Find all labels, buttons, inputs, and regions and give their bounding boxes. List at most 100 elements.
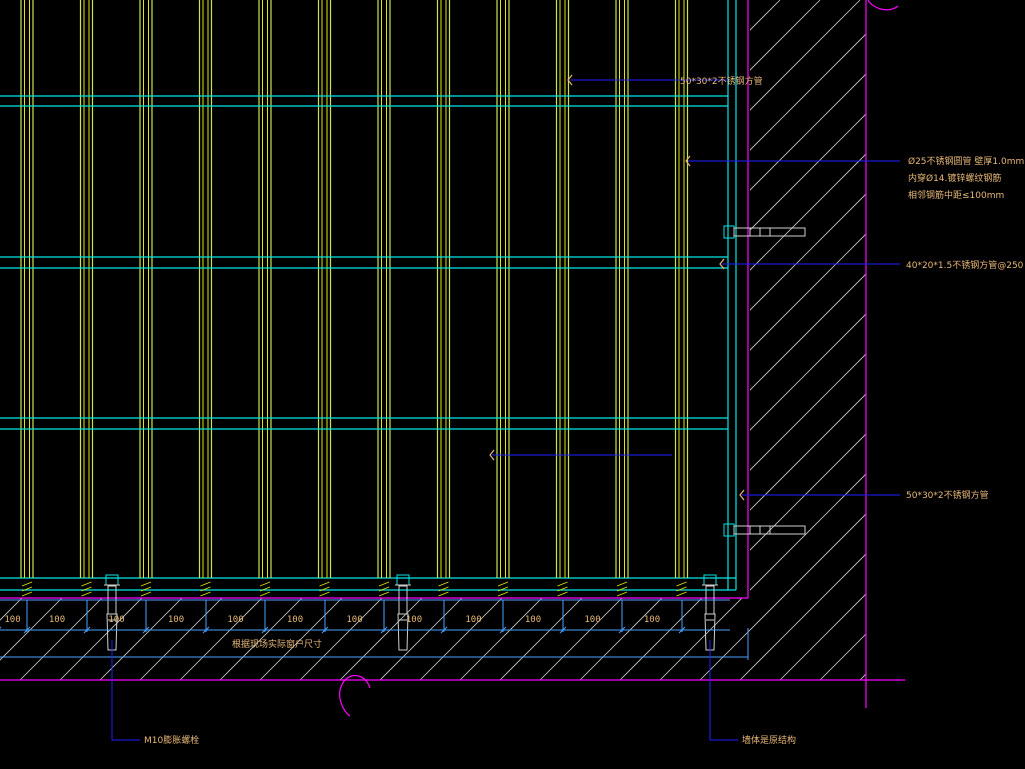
- hatch-line: [920, 0, 1025, 769]
- dimension-slash: [440, 626, 448, 634]
- round-bar: [317, 0, 332, 597]
- bar-end-hatch: [616, 586, 628, 592]
- label-top-tube: 50*30*2不锈钢方管: [680, 75, 763, 87]
- hatch-line: [0, 0, 741, 680]
- leader-arrows: [489, 74, 745, 501]
- hatch-line: [0, 0, 421, 680]
- hatch-line: [0, 0, 341, 680]
- hatch-line: [399, 0, 866, 680]
- hatch-line: [0, 0, 21, 680]
- hatch-line: [199, 0, 866, 680]
- dimension-slash: [83, 626, 91, 634]
- label-bottom-tube: 50*30*2不锈钢方管: [906, 489, 989, 501]
- dimension-slash: [499, 626, 507, 634]
- bar-end-hatch: [319, 581, 330, 587]
- bolt-head: [396, 574, 410, 586]
- bar-end-hatch: [557, 591, 568, 597]
- bar-end-hatch: [259, 586, 271, 592]
- label-round-bar-1: Ø25不锈钢圆管 壁厚1.0mm: [908, 155, 1024, 167]
- dimension-value: 100: [584, 615, 600, 625]
- vertical-round-bars: [20, 0, 689, 597]
- bolt-sleeve: [704, 613, 716, 651]
- round-bar: [20, 0, 34, 597]
- bar-end-hatch: [378, 586, 390, 592]
- leader-lines: [111, 79, 900, 741]
- hatch-line: [359, 0, 866, 680]
- dimension-ticks: [0, 600, 686, 634]
- dimension-slash: [678, 626, 686, 634]
- bar-end-hatch: [140, 591, 152, 597]
- dimension-value: 100: [465, 615, 481, 625]
- label-round-bar-3: 相邻钢筋中距≤100mm: [908, 189, 1004, 201]
- round-bar: [377, 0, 391, 597]
- hatch-line: [159, 0, 866, 680]
- dimension-value: 100: [4, 615, 20, 625]
- dimension-slash: [142, 626, 150, 634]
- hatch-line: [0, 0, 301, 680]
- dimension-value: 100: [406, 615, 422, 625]
- hatch-line: [960, 0, 1025, 769]
- dimension-value: 100: [287, 615, 303, 625]
- bar-end-hatch: [378, 581, 390, 587]
- hatch-line: [759, 0, 866, 680]
- bolt-sleeve: [106, 613, 118, 651]
- hatch-line: [0, 0, 181, 680]
- hatch-line: [0, 0, 381, 680]
- bar-end-hatch: [438, 581, 449, 587]
- label-mid-tube: 40*20*1.5不锈钢方管@250: [906, 259, 1024, 271]
- dimension-value: 100: [168, 615, 184, 625]
- bar-end-hatch: [140, 581, 152, 587]
- bar-end-hatch: [497, 591, 509, 597]
- bar-end-hatch: [438, 586, 449, 592]
- round-bar: [615, 0, 629, 597]
- bar-end-hatch: [200, 586, 211, 592]
- bar-end-hatch: [497, 581, 509, 587]
- hatch-line: [119, 0, 866, 680]
- dimension-line: [0, 599, 749, 660]
- dimension-slash: [321, 626, 329, 634]
- horizontal-tubes: [0, 95, 728, 430]
- hatch-line: [79, 0, 861, 680]
- bar-end-hatch: [319, 586, 330, 592]
- bar-end-hatch: [81, 581, 92, 587]
- hatch-line: [319, 0, 866, 680]
- floor-anchor-bolt: [702, 574, 718, 651]
- hatch-line: [0, 0, 261, 680]
- floor-anchor-bolt: [104, 574, 120, 651]
- bar-end-hatch: [676, 581, 687, 587]
- dimension-value: 100: [49, 615, 65, 625]
- bar-end-hatch: [438, 591, 449, 597]
- hatch-line: [839, 0, 866, 680]
- bolt-head: [105, 574, 119, 586]
- hatch-line: [719, 0, 866, 680]
- round-bar: [436, 0, 451, 597]
- hatch-line: [519, 0, 866, 680]
- dimension-value: 100: [108, 615, 124, 625]
- hatch-line: [599, 0, 866, 680]
- dimension-slash: [380, 626, 388, 634]
- hatch-line: [0, 0, 501, 680]
- floor-anchor-bolt: [395, 574, 411, 651]
- hatch-line: [479, 0, 866, 680]
- anchor-bolts-floor: [104, 574, 718, 651]
- bar-end-hatch: [200, 581, 211, 587]
- hatch-line: [279, 0, 866, 680]
- round-bar: [258, 0, 272, 597]
- dimension-slash: [202, 626, 210, 634]
- bar-end-hatch: [616, 581, 628, 587]
- round-bar: [496, 0, 510, 597]
- bar-end-hatch: [81, 591, 92, 597]
- bar-end-hatch: [557, 581, 568, 587]
- bolt-head: [703, 574, 717, 586]
- label-wall-fill: 墙体是原结构: [742, 734, 796, 746]
- railing-frame: [0, 0, 737, 591]
- bar-end-hatch: [259, 591, 271, 597]
- hatch-line: [239, 0, 866, 680]
- round-bar: [198, 0, 213, 597]
- hatch-line: [0, 0, 581, 680]
- bar-end-hatch: [21, 591, 33, 597]
- bar-end-hatch: [557, 586, 568, 592]
